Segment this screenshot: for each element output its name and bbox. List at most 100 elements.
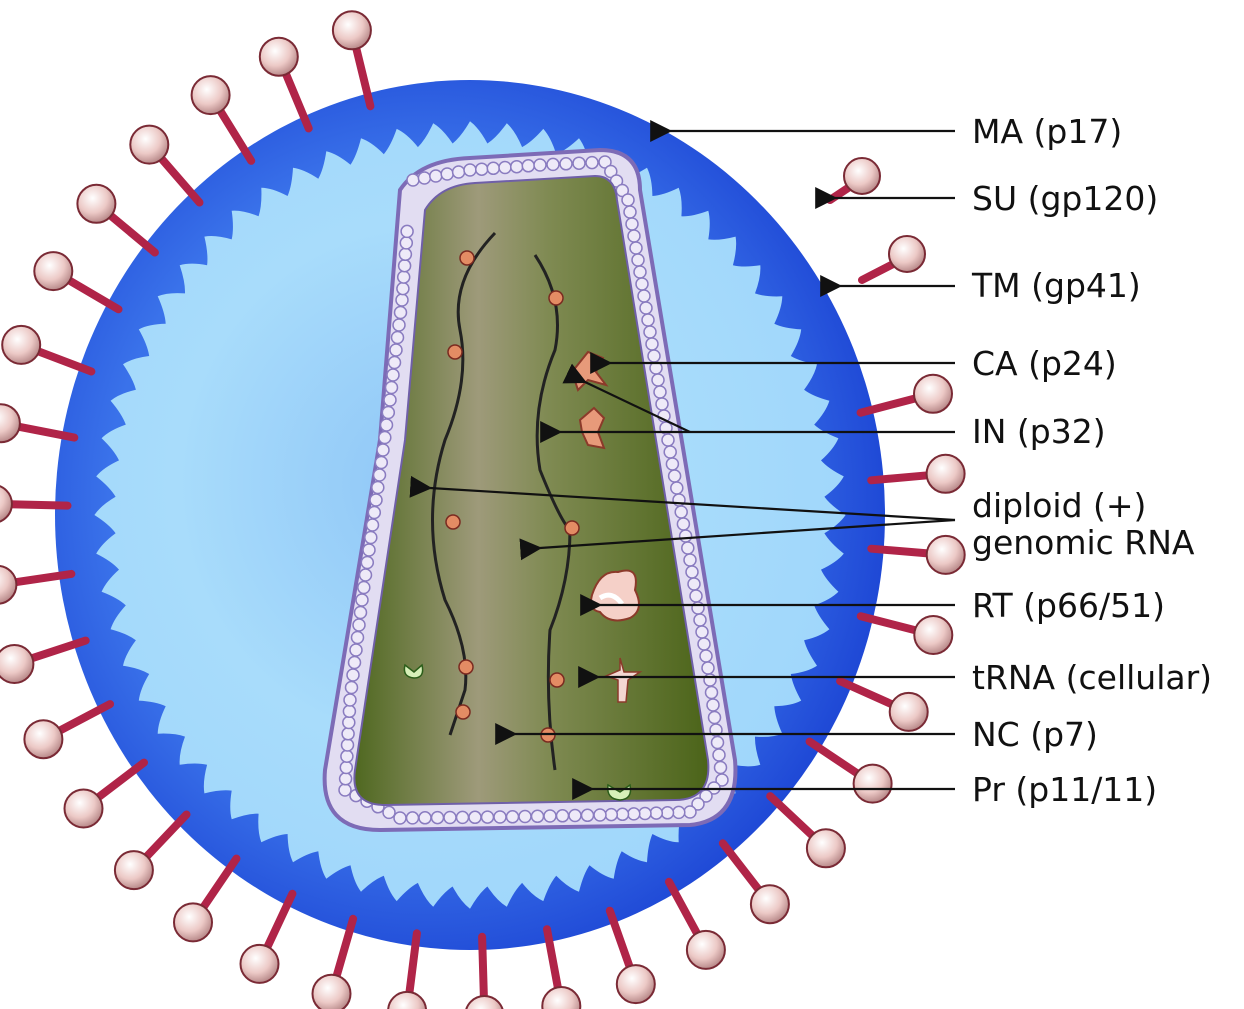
spike-25	[810, 742, 892, 803]
capsid-segment	[464, 164, 476, 176]
capsid-segment	[713, 749, 725, 761]
spike-22	[669, 882, 725, 969]
capsid-segment	[401, 225, 413, 237]
capsid-segment	[355, 607, 367, 619]
capsid-segment	[399, 260, 411, 272]
spike-2	[260, 38, 309, 129]
capsid-segment	[547, 158, 559, 170]
capsid-segment	[342, 739, 354, 751]
capsid-segment	[361, 557, 373, 569]
capsid-segment	[487, 162, 499, 174]
capsid-segment	[709, 712, 721, 724]
spike-extra-2	[862, 236, 925, 280]
capsid-segment	[706, 687, 718, 699]
nc-bead	[550, 673, 564, 687]
capsid-segment	[407, 174, 419, 186]
capsid-segment	[507, 811, 519, 823]
capsid-segment	[671, 482, 683, 494]
capsid-segment	[386, 382, 398, 394]
capsid-segment	[394, 812, 406, 824]
capsid-segment	[395, 307, 407, 319]
capsid-segment	[690, 590, 702, 602]
capsid-segment	[377, 444, 389, 456]
capsid-segment	[393, 319, 405, 331]
capsid-segment	[662, 807, 674, 819]
capsid-segment	[692, 602, 704, 614]
capsid-segment	[648, 350, 660, 362]
capsid-segment	[646, 338, 658, 350]
spike-24	[770, 796, 845, 867]
capsid-segment	[622, 194, 634, 206]
nc-bead	[460, 251, 474, 265]
capsid-segment	[715, 762, 727, 774]
spike-7	[2, 326, 91, 372]
capsid-segment	[342, 728, 354, 740]
spike-5	[77, 185, 154, 253]
capsid-segment	[499, 162, 511, 174]
capsid-segment	[453, 166, 465, 178]
capsid-segment	[398, 271, 410, 283]
capsid-segment	[457, 811, 469, 823]
capsid-segment	[634, 266, 646, 278]
capsid-segment	[624, 206, 636, 218]
spike-3	[192, 76, 252, 161]
capsid-segment	[532, 810, 544, 822]
capsid-segment	[636, 278, 648, 290]
label-rna-line2: genomic RNA	[972, 523, 1195, 562]
label-nc: NC (p7)	[972, 715, 1098, 754]
capsid-segment	[382, 407, 394, 419]
capsid-segment	[557, 810, 569, 822]
nc-bead	[456, 705, 470, 719]
spike-14	[115, 815, 187, 890]
capsid-segment	[519, 811, 531, 823]
label-ma: MA (p17)	[972, 112, 1122, 151]
capsid-segment	[684, 806, 696, 818]
nc-bead	[565, 521, 579, 535]
spike-13	[65, 763, 145, 828]
label-pr: Pr (p11/11)	[972, 770, 1157, 809]
spike-27	[861, 616, 953, 654]
spike-6	[34, 252, 118, 309]
capsid-segment	[372, 482, 384, 494]
capsid-segment	[397, 283, 409, 295]
capsid-segment	[698, 638, 710, 650]
capsid-segment	[594, 809, 606, 821]
capsid-segment	[702, 662, 714, 674]
spike-1	[333, 11, 371, 106]
capsid-segment	[638, 290, 650, 302]
capsid-segment	[476, 163, 488, 175]
capsid-segment	[569, 810, 581, 822]
spike-28	[871, 536, 964, 574]
capsid-segment	[684, 554, 696, 566]
label-rt: RT (p66/51)	[972, 586, 1165, 625]
nc-bead	[448, 345, 462, 359]
capsid-segment	[430, 170, 442, 182]
capsid-segment	[632, 254, 644, 266]
spike-extra-1	[830, 158, 880, 200]
capsid-segment	[639, 808, 651, 820]
spike-21	[610, 911, 655, 1003]
capsid-segment	[696, 626, 708, 638]
capsid-segment	[673, 806, 685, 818]
capsid-segment	[387, 369, 399, 381]
spike-23	[723, 843, 789, 923]
capsid-segment	[389, 357, 401, 369]
label-su: SU (gp120)	[972, 179, 1158, 218]
capsid-segment	[675, 506, 687, 518]
capsid-segment	[712, 737, 724, 749]
capsid-segment	[350, 644, 362, 656]
capsid-segment	[374, 469, 386, 481]
label-in: IN (p32)	[972, 412, 1106, 451]
capsid-segment	[669, 470, 681, 482]
capsid-segment	[522, 160, 534, 172]
capsid-segment	[544, 810, 556, 822]
label-tm: TM (gp41)	[971, 266, 1141, 305]
capsid-segment	[340, 773, 352, 785]
capsid-segment	[396, 294, 408, 306]
capsid-segment	[339, 784, 351, 796]
capsid-segment	[375, 457, 387, 469]
capsid-segment	[704, 674, 716, 686]
capsid-segment	[341, 750, 353, 762]
capsid-segment	[650, 807, 662, 819]
capsid-segment	[688, 578, 700, 590]
